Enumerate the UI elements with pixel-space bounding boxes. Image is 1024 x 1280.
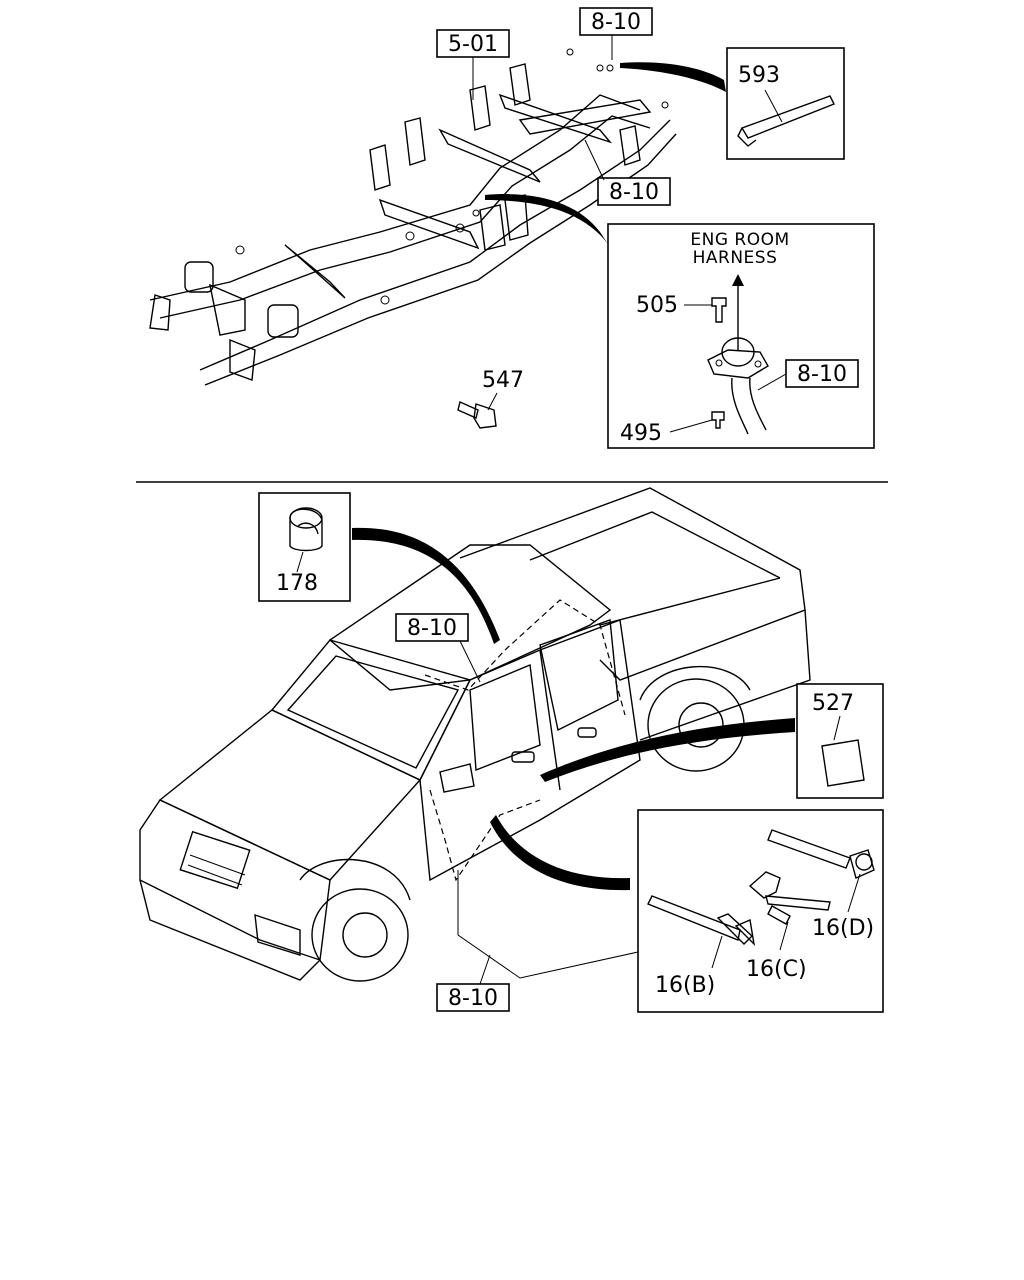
inset-eng-room-harness: ENG ROOM HARNESS 505 8-10 495 [607, 223, 875, 449]
ref-box-8-10-top: 8-10 [579, 7, 653, 60]
part-box-593: 593 [726, 47, 845, 160]
svg-text:547: 547 [482, 368, 524, 393]
leader-arrow-178 [352, 527, 500, 644]
clips-box: 16(B) 16(C) 16(D) [637, 809, 884, 1013]
svg-text:5-01: 5-01 [448, 32, 498, 57]
pad-icon [821, 739, 865, 787]
ref-box-8-10-mid: 8-10 [584, 139, 671, 206]
truck-drawing [139, 487, 811, 982]
clip-c-icon [748, 871, 781, 899]
ref-box-8-10-roof: 8-10 [395, 613, 481, 683]
svg-text:8-10: 8-10 [448, 986, 498, 1011]
svg-text:ENG ROOM: ENG ROOM [690, 230, 789, 250]
svg-text:8-10: 8-10 [591, 10, 641, 35]
ref-box-8-10-door: 8-10 [436, 870, 639, 1012]
svg-text:8-10: 8-10 [407, 616, 457, 641]
svg-text:505: 505 [636, 293, 678, 318]
part-547: 547 [457, 368, 524, 429]
svg-text:16(B): 16(B) [655, 973, 715, 998]
svg-text:495: 495 [620, 421, 662, 446]
leader-arrow-clips [490, 815, 630, 891]
chassis-frame-drawing [149, 48, 677, 386]
svg-text:593: 593 [738, 63, 780, 88]
svg-text:527: 527 [812, 691, 854, 716]
cable-tie-b-icon [647, 895, 741, 941]
bolt-icon [457, 401, 479, 419]
leader-arrow-593 [620, 62, 726, 92]
part-box-178: 178 [258, 492, 351, 602]
bracket-plate [707, 349, 769, 379]
svg-text:178: 178 [276, 571, 318, 596]
leader-arrow-inset [485, 194, 608, 244]
part-box-527: 527 [796, 683, 884, 799]
ref-box-5-01: 5-01 [436, 29, 510, 100]
svg-text:HARNESS: HARNESS [693, 248, 778, 268]
svg-text:16(D): 16(D) [812, 916, 874, 941]
svg-text:8-10: 8-10 [609, 180, 659, 205]
clip-d-icon [767, 829, 851, 869]
cable-tie-icon [737, 95, 835, 147]
screw-icon-495 [711, 411, 725, 429]
leader-arrow-527 [540, 718, 795, 782]
svg-text:16(C): 16(C) [746, 957, 807, 982]
svg-text:8-10: 8-10 [797, 362, 847, 387]
screw-icon-505 [711, 297, 727, 323]
